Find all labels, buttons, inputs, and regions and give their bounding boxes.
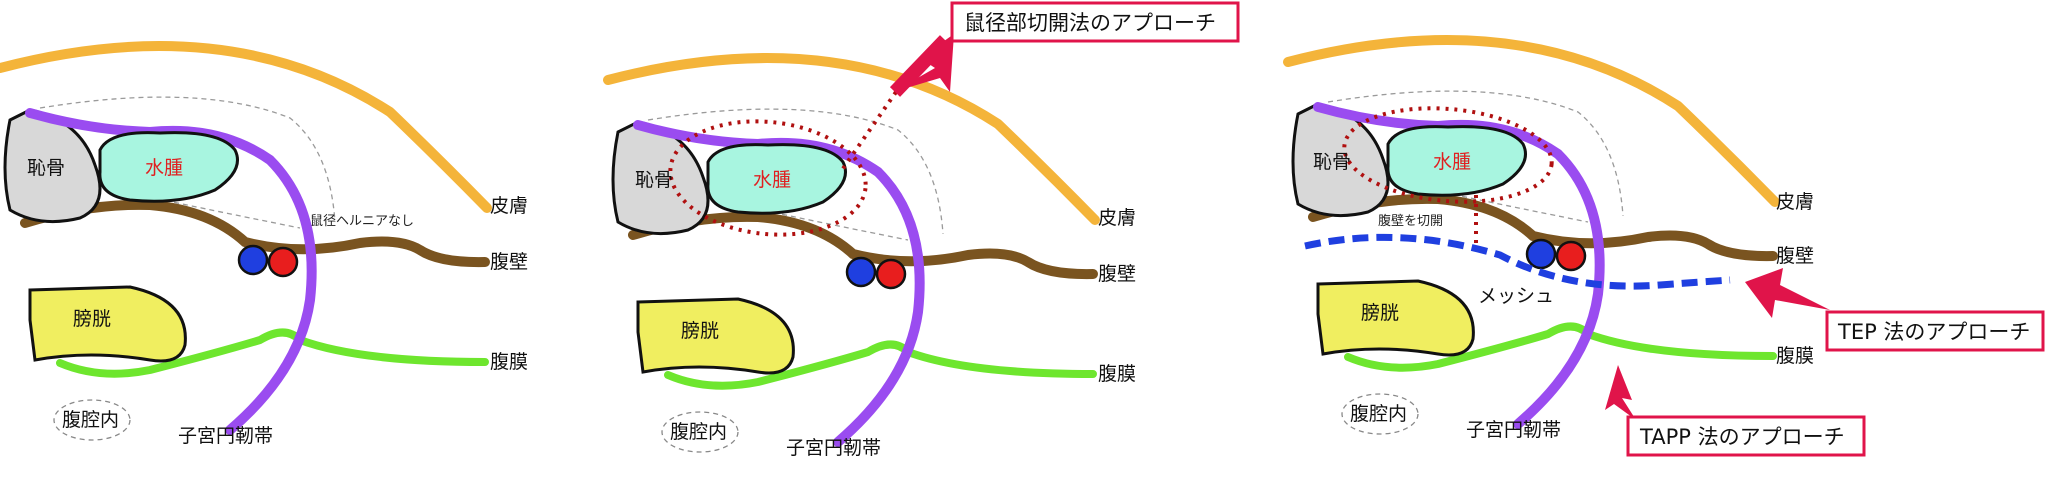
label-skin: 皮膚 <box>490 195 528 217</box>
callout-tapp-box <box>1626 415 1866 457</box>
label-ligament: 子宮円靭帯 <box>1466 419 1561 441</box>
callout-box <box>950 1 1240 43</box>
label-bladder: 膀胱 <box>1361 302 1399 324</box>
label-wall: 腹壁 <box>1776 245 1814 267</box>
label-ligament: 子宮円靭帯 <box>178 425 273 447</box>
label-pubis: 恥骨 <box>1313 151 1351 173</box>
label-skin: 皮膚 <box>1098 207 1136 229</box>
callout-tep-box <box>1825 310 2045 352</box>
label-cavity: 腹腔内 <box>62 409 119 431</box>
label-peritoneum: 腹膜 <box>490 351 528 373</box>
label-hydrocele: 水腫 <box>1433 151 1471 173</box>
label-bladder: 膀胱 <box>681 320 719 342</box>
incision-path <box>840 90 898 172</box>
label-wall: 腹壁 <box>1098 263 1136 285</box>
label-pubis: 恥骨 <box>27 157 65 179</box>
label-wall: 腹壁 <box>490 251 528 273</box>
callout-arrow-shaft <box>889 35 951 97</box>
panel-2: 皮膚 腹壁 腹膜 恥骨 水腫 膀胱 腹腔内 子宮円靭帯 鼠径部切開法のアプローチ <box>608 1 1240 459</box>
label-incision: 腹壁を切開 <box>1378 213 1443 229</box>
panel-3: 皮膚 腹壁 腹膜 恥骨 水腫 膀胱 腹腔内 子宮円靭帯 腹壁を切開 メッシュ T… <box>1288 40 2045 457</box>
label-hydrocele: 水腫 <box>145 157 183 179</box>
label-pubis: 恥骨 <box>635 169 673 191</box>
anatomy-drawing <box>608 58 1095 452</box>
label-peritoneum: 腹膜 <box>1776 345 1814 367</box>
label-cavity: 腹腔内 <box>670 421 727 443</box>
label-no-hernia: 鼠径ヘルニアなし <box>310 214 414 229</box>
label-cavity: 腹腔内 <box>1350 403 1407 425</box>
incision-zone <box>668 119 868 237</box>
label-mesh: メッシュ <box>1478 285 1554 307</box>
callout-tapp-text: TAPP 法のアプローチ <box>1639 425 1845 449</box>
mesh-line <box>1304 233 1731 290</box>
callout-tep-arrow <box>1745 268 1830 318</box>
label-ligament: 子宮円靭帯 <box>786 437 881 459</box>
label-bladder: 膀胱 <box>73 308 111 330</box>
anatomy-drawing <box>0 46 487 440</box>
label-hydrocele: 水腫 <box>753 169 791 191</box>
panel-1: 皮膚 腹壁 腹膜 恥骨 水腫 膀胱 腹腔内 子宮円靭帯 鼠径ヘルニアなし <box>0 46 528 447</box>
incision-zone <box>1342 106 1554 204</box>
label-peritoneum: 腹膜 <box>1098 363 1136 385</box>
callout-tapp-arrow <box>1605 365 1636 420</box>
callout-text: 鼠径部切開法のアプローチ <box>964 11 1216 35</box>
callout-tep-text: TEP 法のアプローチ <box>1837 320 2030 344</box>
label-skin: 皮膚 <box>1776 191 1814 213</box>
